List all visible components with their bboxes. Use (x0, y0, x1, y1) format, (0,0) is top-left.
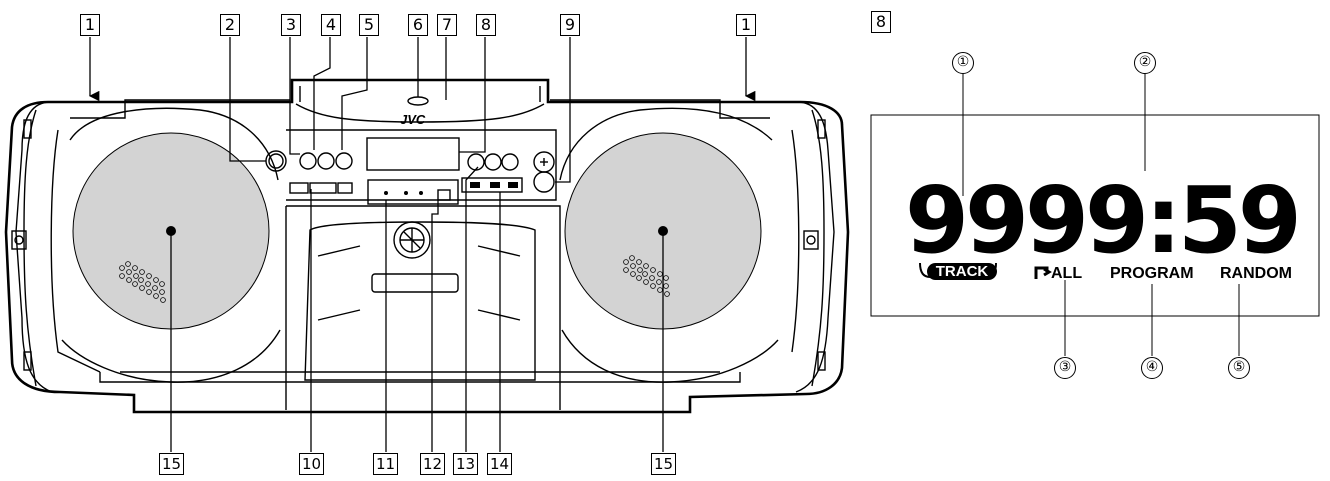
callout-11: 11 (373, 453, 398, 475)
callout-10: 10 (299, 453, 324, 475)
random-indicator: RANDOM (1220, 265, 1292, 282)
callout-1-left: 1 (80, 14, 100, 36)
callout-leaders (88, 37, 756, 452)
program-indicator: PROGRAM (1110, 265, 1194, 282)
lcd-digits: 9999:59 (905, 167, 1298, 274)
marker-2: ② (1134, 52, 1156, 74)
callout-2: 2 (220, 14, 240, 36)
callout-8: 8 (476, 14, 496, 36)
marker-1: ① (952, 52, 974, 74)
callout-5: 5 (359, 14, 379, 36)
marker-3: ③ (1054, 357, 1076, 379)
callout-14: 14 (487, 453, 512, 475)
marker-4: ④ (1141, 357, 1163, 379)
callout-6: 6 (408, 14, 428, 36)
lcd-leaders (962, 74, 1240, 356)
callout-9: 9 (560, 14, 580, 36)
brand-logo: JVC (400, 112, 426, 127)
callout-4: 4 (321, 14, 341, 36)
callout-12: 12 (420, 453, 445, 475)
boombox-body (4, 78, 850, 414)
display-section-label: 8 (871, 11, 891, 33)
panel-markings (384, 182, 518, 195)
marker-5: ⑤ (1228, 357, 1250, 379)
track-indicator: TRACK (927, 263, 997, 280)
callout-13: 13 (453, 453, 478, 475)
all-indicator: ALL (1051, 265, 1083, 282)
speaker-holes-left (119, 261, 166, 303)
callout-15-left: 15 (159, 453, 184, 475)
callout-15-right: 15 (651, 453, 676, 475)
callout-7: 7 (437, 14, 457, 36)
lcd-frame (870, 114, 1320, 317)
repeat-icon (1034, 266, 1052, 279)
callout-3: 3 (281, 14, 301, 36)
callout-1-right: 1 (736, 14, 756, 36)
